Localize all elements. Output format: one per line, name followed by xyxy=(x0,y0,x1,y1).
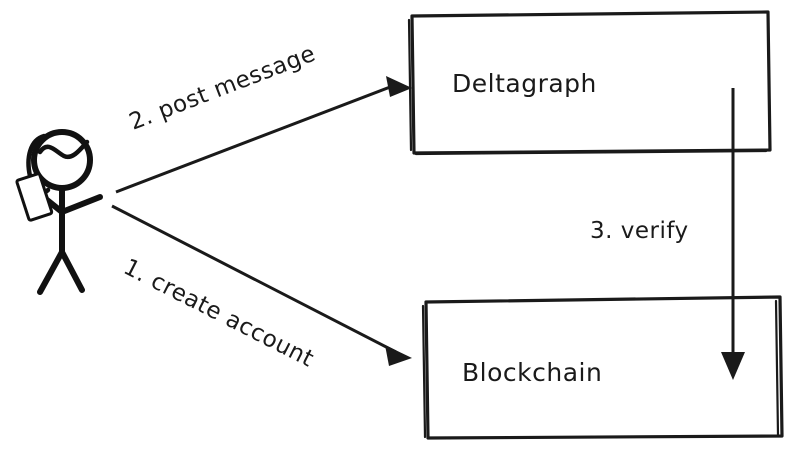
figure-left-leg xyxy=(37,249,65,295)
node-label-deltagraph: Deltagraph xyxy=(452,69,597,98)
create-account-arrow-line xyxy=(111,204,397,354)
blockchain-box-outline xyxy=(424,295,784,440)
edge-label-create-account: 1. create account xyxy=(119,254,318,372)
edge-label-post-message: 2. post message xyxy=(126,41,319,136)
user-stick-figure xyxy=(15,129,103,295)
figure-right-leg xyxy=(59,249,85,293)
deltagraph-box-outline xyxy=(410,10,772,155)
phone-icon xyxy=(15,172,54,222)
edge-verify: 3. verify xyxy=(590,88,745,380)
verify-arrowhead-icon xyxy=(721,352,745,380)
post-message-arrow-line xyxy=(115,82,399,194)
figure-hair-icon xyxy=(37,139,90,160)
edge-label-verify: 3. verify xyxy=(590,218,689,244)
node-deltagraph[interactable]: Deltagraph xyxy=(407,10,772,156)
edge-create-account: 1. create account xyxy=(111,204,412,373)
node-label-blockchain: Blockchain xyxy=(462,358,602,387)
deltagraph-box-outline-sketch xyxy=(407,18,768,156)
node-blockchain[interactable]: Blockchain xyxy=(421,295,784,440)
create-account-arrowhead-icon xyxy=(385,345,412,366)
blockchain-box-outline-sketch xyxy=(421,299,780,439)
edge-post-message: 2. post message xyxy=(115,41,412,194)
figure-right-arm xyxy=(59,194,103,215)
post-message-arrowhead-icon xyxy=(386,76,412,97)
